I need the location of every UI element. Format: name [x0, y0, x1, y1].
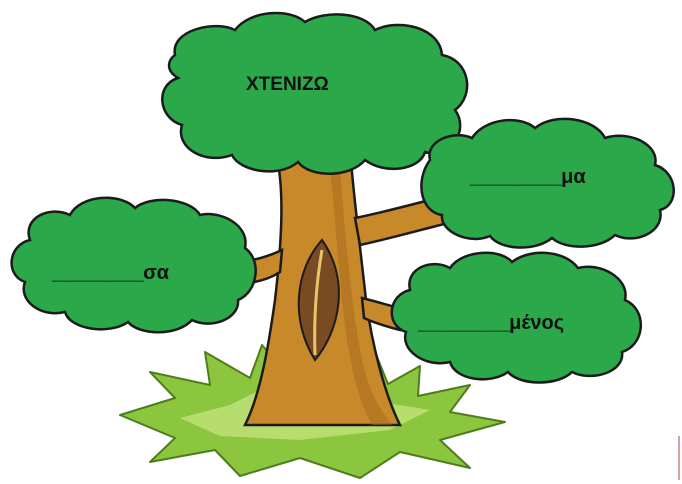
- fill-in-word-menos[interactable]: _________μένος: [418, 312, 564, 335]
- word-suffix: μένος: [509, 312, 565, 334]
- fill-in-word-sa[interactable]: _________σα: [52, 262, 169, 285]
- canopy-left: [10, 196, 257, 334]
- canopy-right-lower: [390, 251, 642, 384]
- answer-blank[interactable]: _________: [52, 262, 144, 284]
- answer-blank[interactable]: _________: [418, 312, 510, 334]
- word-suffix: μα: [561, 166, 586, 188]
- word-suffix: σα: [143, 262, 170, 284]
- fill-in-word-ma[interactable]: _________μα: [470, 166, 586, 189]
- edge-mark: [678, 436, 680, 480]
- leaf-mark: [297, 238, 340, 362]
- canopy-right-upper: [420, 117, 675, 249]
- answer-blank[interactable]: _________: [470, 166, 562, 188]
- root-word: ΧΤΕΝΙΖΩ: [246, 74, 329, 95]
